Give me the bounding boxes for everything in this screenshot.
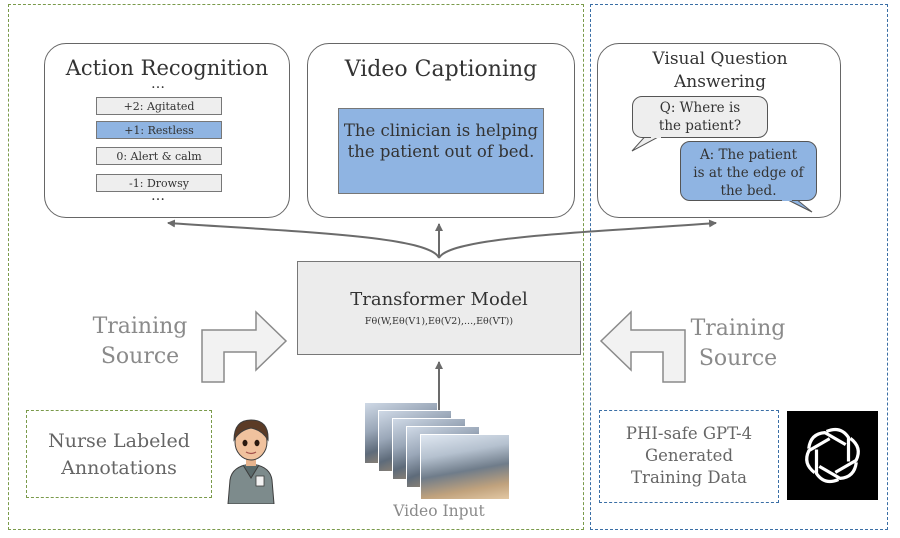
transformer-title: Transformer Model [350, 289, 528, 310]
nurse-annotations-box: Nurse Labeled Annotations [26, 410, 212, 498]
vqa-answer-bubble: A: The patient is at the edge of the bed… [680, 141, 817, 201]
video-frame-5 [420, 434, 510, 500]
openai-logo-icon [787, 411, 878, 500]
ar-item-agitated: +2: Agitated [96, 97, 222, 115]
ar-item-restless: +1: Restless [96, 121, 222, 139]
training-source-right-arrow [599, 310, 686, 383]
ar-ellipsis-bottom: … [151, 188, 167, 204]
vqa-question-bubble: Q: Where is the patient? [632, 96, 768, 138]
training-source-left-arrow [201, 310, 288, 383]
right-region-border [590, 4, 888, 530]
training-source-left-label: Training Source [92, 314, 188, 369]
video-input-frames [364, 402, 514, 500]
transformer-model-box [297, 261, 581, 355]
nurse-icon [227, 419, 275, 504]
video-input-label: Video Input [393, 502, 485, 520]
ar-item-alert-calm: 0: Alert & calm [96, 147, 222, 165]
left-region-border [8, 4, 584, 530]
action-recognition-title: Action Recognition [65, 56, 269, 80]
caption-text: The clinician is helping the patient out… [338, 108, 544, 194]
gpt-training-data-box: PHI-safe GPT-4 Generated Training Data [599, 410, 779, 503]
vqa-title: Visual Question Answering [652, 49, 788, 92]
transformer-formula: Fθ(W,Eθ(V1),Eθ(V2),...,Eθ(VT)) [364, 316, 514, 327]
ar-item-drowsy: -1: Drowsy [96, 174, 222, 192]
video-captioning-title: Video Captioning [344, 57, 538, 82]
training-source-right-label: Training Source [690, 316, 786, 371]
ar-ellipsis-top: … [151, 76, 167, 92]
